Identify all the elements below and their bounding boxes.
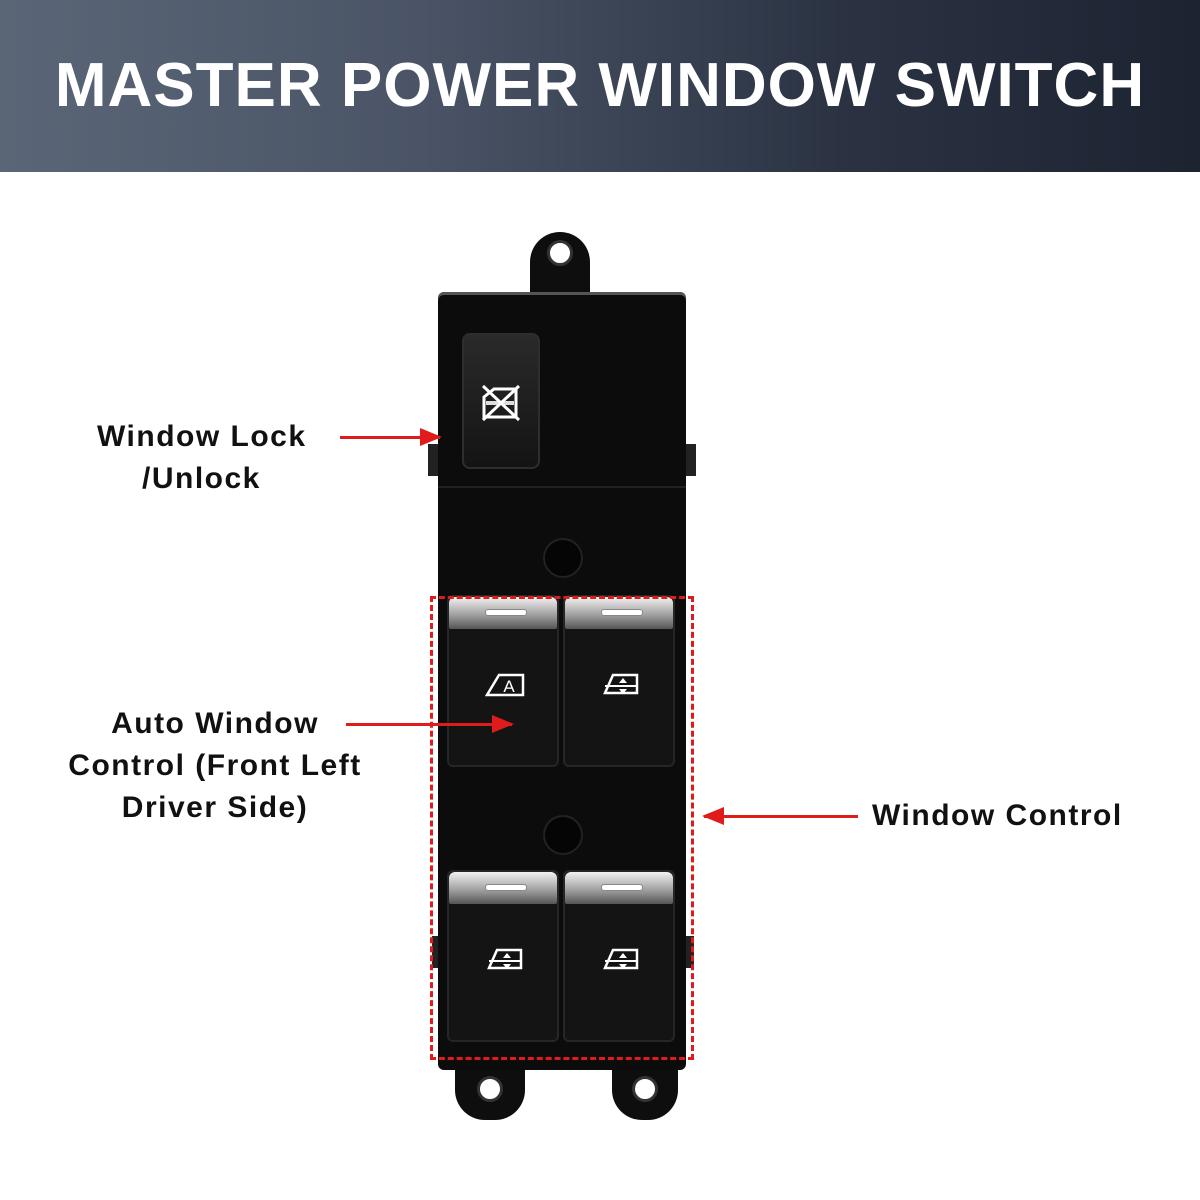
auto-window-icon: A (485, 673, 525, 697)
mount-hole (632, 1076, 658, 1102)
top-mount-tab (530, 232, 590, 302)
auto-arrow (346, 715, 514, 733)
window-up-down-icon (487, 948, 523, 970)
center-knob (543, 815, 583, 855)
callout-auto-line3: Driver Side) (121, 791, 309, 824)
switch-pull-tab (565, 872, 673, 904)
switch-pull-tab (565, 597, 673, 629)
callout-lock-line2: /Unlock (142, 462, 261, 495)
callout-auto-line2: Control (Front Left (68, 749, 362, 782)
rear-left-window-switch[interactable] (447, 870, 559, 1042)
mount-hole (477, 1076, 503, 1102)
callout-lock-line1: Window Lock (97, 420, 307, 453)
callout-auto-line1: Auto Window (111, 707, 319, 740)
window-up-down-icon (603, 673, 639, 695)
rear-right-window-switch[interactable] (563, 870, 675, 1042)
auto-letter: A (503, 677, 515, 696)
front-left-auto-switch[interactable]: A (447, 595, 559, 767)
front-right-window-switch[interactable] (563, 595, 675, 767)
lock-arrow (340, 428, 442, 446)
side-clip (684, 936, 694, 968)
window-lock-icon (481, 384, 521, 422)
center-knob (543, 538, 583, 578)
window-lock-button[interactable] (462, 333, 540, 469)
callout-window-control: Window Control (872, 799, 1123, 832)
window-up-down-icon (603, 948, 639, 970)
title-banner: MASTER POWER WINDOW SWITCH (0, 0, 1200, 172)
side-clip (432, 936, 442, 968)
switch-pull-tab (449, 872, 557, 904)
switch-pull-tab (449, 597, 557, 629)
window-control-highlight-box (430, 596, 694, 1060)
divider (438, 486, 686, 488)
mount-hole (547, 240, 573, 266)
side-clip (428, 444, 440, 476)
side-clip (684, 444, 696, 476)
banner-title: MASTER POWER WINDOW SWITCH (54, 51, 1146, 120)
window-control-arrow (702, 807, 858, 825)
